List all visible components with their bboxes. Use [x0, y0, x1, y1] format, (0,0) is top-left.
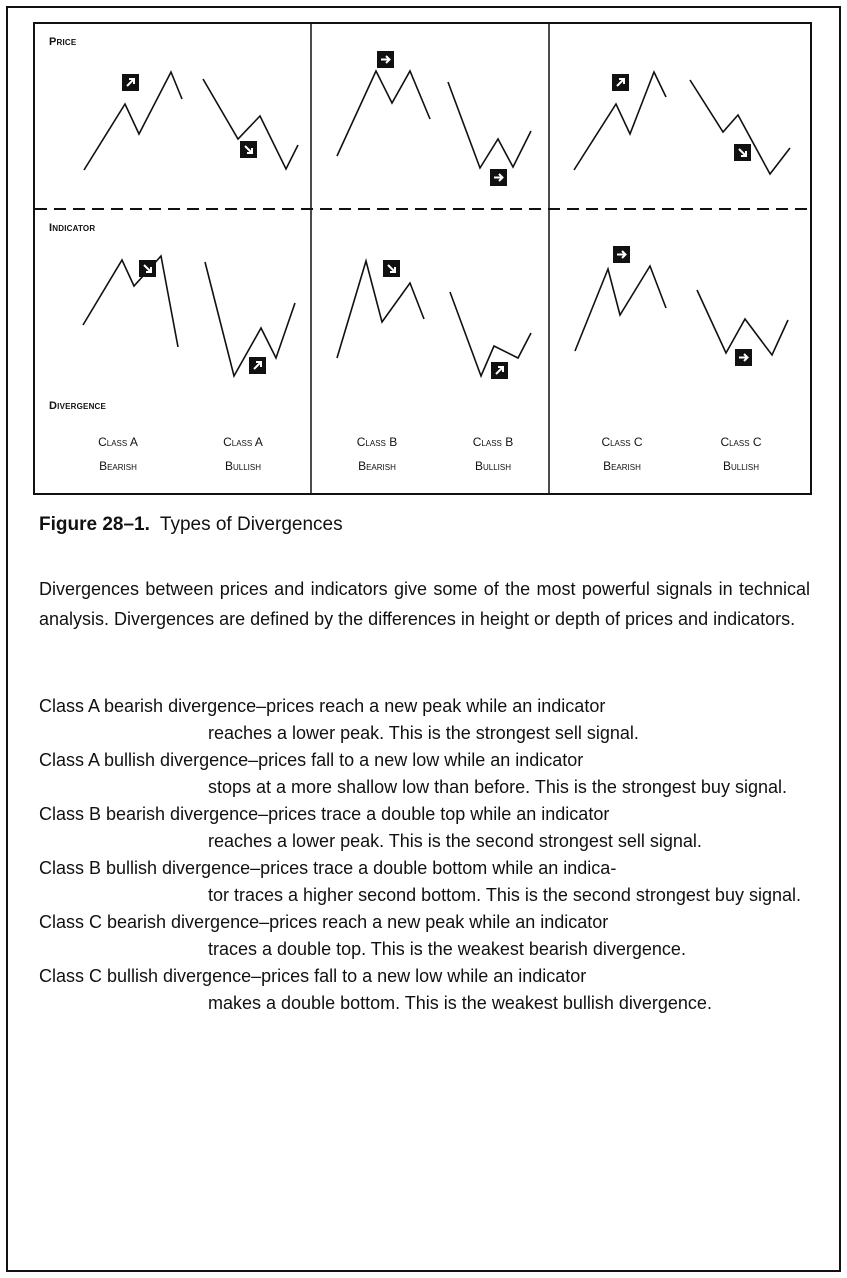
class-label-c-bullish: Class C Bullish	[720, 435, 762, 473]
arrow-box-down-icon	[240, 141, 257, 158]
price-line-a-bullish	[202, 78, 299, 171]
arrow-box-right-icon	[377, 51, 394, 68]
arrow-box-up-icon	[612, 74, 629, 91]
arrow-box-right-icon	[613, 246, 630, 263]
indicator-line-a-bearish	[82, 254, 179, 348]
class-label-c-bearish: Class C Bearish	[601, 435, 643, 473]
price-line-c-bearish	[573, 69, 667, 171]
class-label-b-bullish: Class B Bullish	[472, 435, 514, 473]
divergence-diagram	[35, 24, 810, 493]
definition-item: Class A bearish divergence–prices reach …	[39, 696, 639, 743]
page-frame	[6, 6, 841, 1272]
arrow-box-down-icon	[139, 260, 156, 277]
definition-item: Class B bearish divergence–prices trace …	[39, 804, 702, 851]
indicator-line-a-bullish	[204, 261, 296, 379]
price-line-a-bearish	[83, 70, 183, 171]
definition-item: Class B bullish divergence–prices trace …	[39, 858, 801, 905]
divergence-label: Divergence	[49, 400, 107, 412]
figure-number: Figure 28–1.	[39, 514, 150, 535]
arrow-box-down-icon	[383, 260, 400, 277]
divergence-figure: Price Indicator Divergence Class A Beari…	[33, 22, 812, 495]
definition-item: Class C bearish divergence–prices reach …	[39, 912, 686, 959]
definition-item: Class C bullish divergence–prices fall t…	[39, 966, 712, 1013]
figure-caption: Figure 28–1. Types of Divergences	[39, 514, 343, 536]
price-line-c-bullish	[689, 79, 791, 176]
indicator-label: Indicator	[49, 222, 96, 234]
indicator-line-b-bearish	[336, 258, 425, 359]
arrow-box-up-icon	[249, 357, 266, 374]
price-label: Price	[49, 36, 77, 48]
class-label-a-bearish: Class A Bearish	[98, 435, 138, 473]
definition-list: Class A bearish divergence–prices reach …	[39, 693, 812, 1017]
class-label-b-bearish: Class B Bearish	[356, 435, 398, 473]
indicator-line-c-bearish	[574, 264, 667, 352]
indicator-line-b-bullish	[449, 291, 532, 379]
arrow-box-right-icon	[735, 349, 752, 366]
price-line-b-bullish	[447, 81, 532, 170]
intro-paragraph: Divergences between prices and indicator…	[39, 579, 810, 629]
arrow-box-up-icon	[491, 362, 508, 379]
arrow-box-down-icon	[734, 144, 751, 161]
price-line-b-bearish	[336, 69, 431, 157]
definition-item: Class A bullish divergence–prices fall t…	[39, 750, 787, 797]
arrow-box-up-icon	[122, 74, 139, 91]
class-label-a-bullish: Class A Bullish	[223, 435, 263, 473]
figure-title: Types of Divergences	[159, 514, 343, 535]
indicator-line-c-bullish	[696, 289, 789, 357]
arrow-box-right-icon	[490, 169, 507, 186]
